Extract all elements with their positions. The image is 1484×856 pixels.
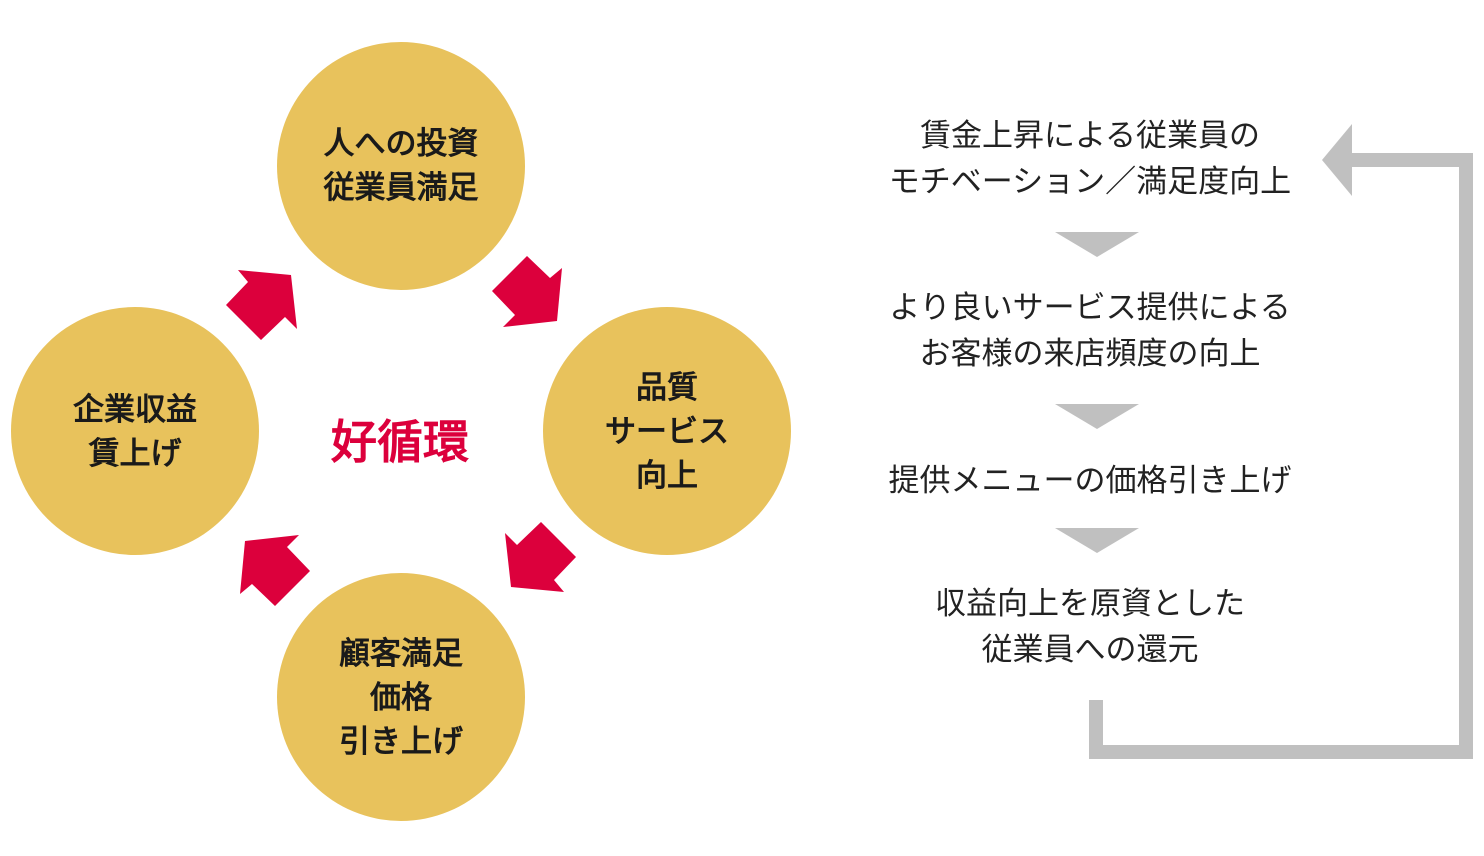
circle-right-line: 品質 [636, 370, 698, 406]
step-1: 賃金上昇による従業員の モチベーション／満足度向上 [860, 113, 1320, 205]
circle-left-line: 企業収益 [73, 392, 197, 428]
circle-right [543, 307, 791, 555]
arrow-top-left [226, 270, 297, 340]
circle-right-text: 品質 サービス 向上 [543, 366, 791, 498]
circle-right-line: 向上 [636, 458, 698, 494]
circle-left-text: 企業収益 賃上げ [11, 388, 259, 476]
step-4: 収益向上を原資とした 従業員への還元 [860, 581, 1320, 673]
circle-bottom-line: 価格 [370, 680, 432, 716]
circle-left [11, 307, 259, 555]
arrow-bottom-right [505, 522, 576, 592]
circle-bottom [277, 573, 525, 821]
circle-top-text: 人への投資 従業員満足 [277, 122, 525, 210]
loop-line [1089, 153, 1473, 759]
down-triangle-1 [1055, 232, 1139, 257]
circle-bottom-text: 顧客満足 価格 引き上げ [277, 632, 525, 764]
circle-right-line: サービス [605, 414, 729, 450]
loop-arrowhead [1322, 124, 1352, 196]
step-line: 収益向上を原資とした [935, 586, 1245, 622]
arrow-bottom-left [240, 535, 310, 606]
circle-bottom-line: 引き上げ [339, 724, 463, 760]
step-line: 従業員への還元 [981, 632, 1199, 668]
arrow-top-right [492, 256, 562, 327]
down-triangle-3 [1055, 528, 1139, 553]
circle-top-line: 従業員満足 [323, 170, 479, 206]
circle-bottom-line: 顧客満足 [339, 636, 463, 672]
circle-left-line: 賃上げ [88, 436, 182, 472]
step-2: より良いサービス提供による お客様の来店頻度の向上 [860, 285, 1320, 377]
step-line: 提供メニューの価格引き上げ [888, 463, 1292, 499]
cycle-center-label: 好循環 [331, 415, 469, 469]
circle-top-line: 人への投資 [323, 126, 479, 162]
step-line: 賃金上昇による従業員の [919, 118, 1261, 154]
circle-top [277, 42, 525, 290]
step-line: モチベーション／満足度向上 [888, 164, 1292, 200]
step-line: お客様の来店頻度の向上 [919, 336, 1261, 372]
step-3: 提供メニューの価格引き上げ [860, 458, 1320, 504]
step-line: より良いサービス提供による [889, 290, 1291, 326]
down-triangle-2 [1055, 404, 1139, 429]
